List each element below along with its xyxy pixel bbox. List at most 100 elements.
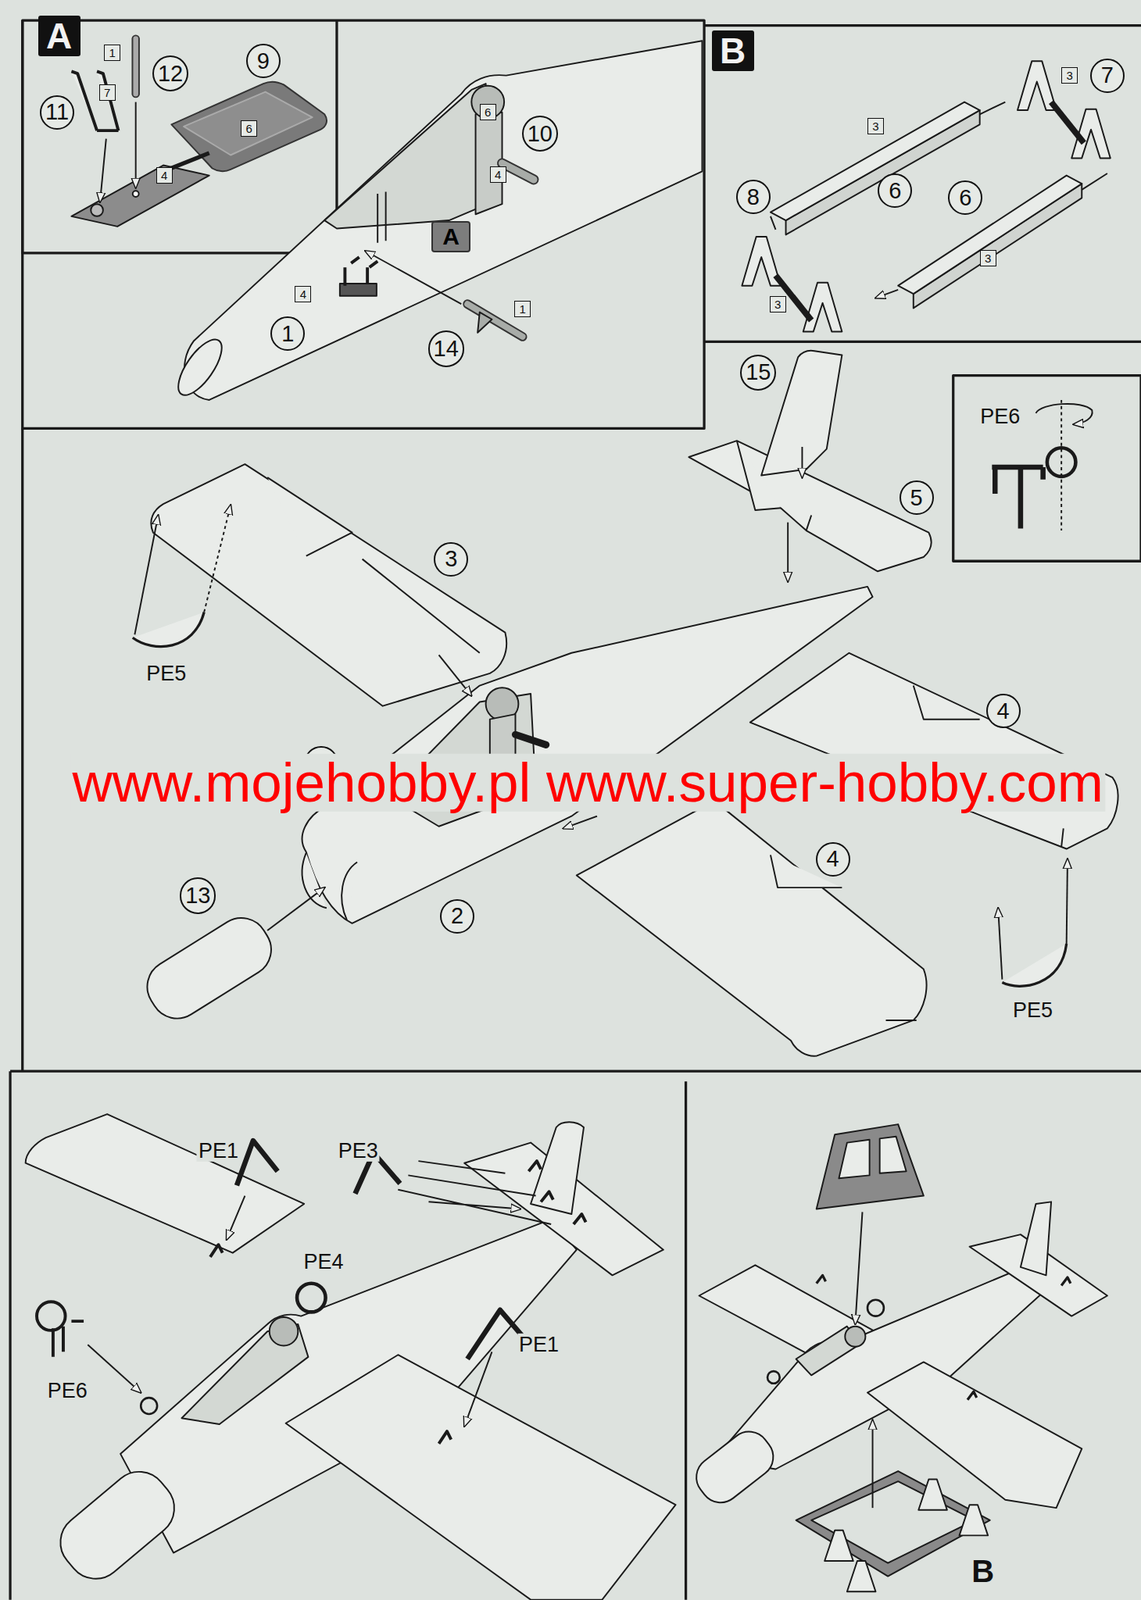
part-number: 1: [518, 303, 526, 315]
stand-parts: [786, 110, 981, 235]
panel-frame: [10, 428, 1141, 1600]
part-number-circle: 3: [433, 542, 469, 577]
part-number-circle: 8: [736, 179, 771, 215]
part-number: 9: [257, 50, 270, 73]
fuselage-drawing: [170, 40, 702, 402]
part-label: PE6: [978, 405, 1022, 428]
part-number: 10: [527, 122, 553, 146]
main-assembly: [150, 464, 507, 706]
cockpit-parts: [71, 39, 327, 227]
cockpit-parts: [131, 39, 140, 95]
cockpit-parts: [71, 71, 119, 131]
final-assembly: [688, 1124, 1108, 1592]
pe-placement: [25, 1114, 677, 1600]
fuselage-drawing: [170, 332, 230, 402]
part-label: PE3: [336, 1140, 380, 1163]
part-number: 3: [1065, 69, 1073, 82]
part-number: B: [719, 32, 746, 69]
fuselage-drawing: [324, 83, 488, 229]
seat-subassembly-tag: A: [431, 221, 471, 253]
panel-frame: [953, 375, 1141, 562]
part-number-circle: 4: [815, 842, 851, 877]
color-code-box: 3: [769, 296, 787, 313]
part-number: 11: [45, 100, 69, 124]
part-number: 6: [484, 106, 491, 119]
main-assembly: [1001, 944, 1066, 987]
part-number: A: [442, 225, 460, 249]
cockpit-parts: [168, 153, 209, 170]
color-code-box: 4: [156, 167, 173, 184]
color-code-box: 1: [514, 300, 531, 318]
pe-placement: [48, 1460, 186, 1592]
final-assembly: [816, 1275, 1071, 1400]
main-assembly: [267, 887, 325, 931]
cockpit-parts: [135, 102, 137, 189]
final-assembly: [854, 1212, 863, 1325]
part-number: 6: [245, 122, 252, 135]
fuselage-drawing: [477, 312, 492, 333]
part-label: PE5: [1011, 999, 1055, 1022]
final-assembly: [688, 1423, 782, 1512]
part-number: 1: [281, 322, 294, 346]
pe-placement: [140, 1398, 158, 1415]
pe-placement: [210, 1244, 451, 1445]
fuselage-drawing: [471, 85, 505, 119]
part-label: PE5: [144, 662, 188, 685]
main-assembly: [770, 854, 917, 1021]
main-assembly: [997, 908, 1002, 980]
part-number: 3: [872, 120, 879, 133]
pe-placement: [236, 1141, 278, 1186]
main-assembly: [267, 477, 480, 654]
part-number: 4: [494, 168, 501, 181]
part-number: 3: [444, 547, 458, 571]
step-letter-tab: A: [38, 15, 81, 57]
part-number-circle: 12: [152, 55, 189, 92]
pe-placement: [226, 1196, 246, 1241]
pe6-detail: [1035, 404, 1092, 425]
color-code-box: 4: [490, 166, 507, 183]
part-number: 7: [1101, 64, 1114, 87]
part-number: 2: [450, 904, 464, 928]
part-number: 12: [157, 62, 183, 86]
main-assembly: [786, 522, 789, 583]
part-number: 14: [433, 337, 459, 361]
final-assembly: [867, 1300, 884, 1317]
main-assembly: [439, 654, 473, 696]
cockpit-parts: [90, 203, 104, 217]
part-number: 4: [997, 700, 1010, 723]
stand-parts: [913, 183, 1082, 308]
part-number: 5: [910, 486, 923, 510]
part-number-circle: 1: [270, 316, 305, 351]
part-number: 15: [745, 361, 771, 384]
fuselage-drawing: [184, 40, 702, 401]
main-assembly: [132, 350, 1119, 1057]
part-number-circle: 9: [246, 43, 281, 79]
main-assembly: [576, 801, 927, 1057]
color-code-box: 1: [103, 44, 121, 61]
cockpit-parts: [132, 190, 140, 197]
part-number: 3: [984, 252, 991, 265]
color-code-box: 3: [867, 118, 884, 135]
stand-parts: [803, 282, 843, 333]
step-letter: B: [969, 1555, 996, 1589]
fuselage-drawing: [502, 163, 534, 180]
fuselage-drawing: [377, 192, 386, 244]
stand-parts: [741, 60, 1110, 332]
pe-placement: [269, 1317, 299, 1347]
stand-parts: [897, 175, 1082, 294]
part-number: 7: [103, 86, 111, 99]
part-number: A: [46, 17, 72, 54]
step-letter-tab: B: [711, 30, 755, 72]
part-label: PE1: [517, 1334, 561, 1356]
main-assembly: [302, 853, 358, 921]
main-assembly: [203, 504, 231, 612]
final-assembly: [816, 1124, 924, 1209]
final-assembly: [824, 1480, 988, 1593]
pe6-detail: [1060, 400, 1063, 531]
part-number: 8: [747, 185, 760, 209]
main-assembly: [134, 515, 158, 635]
fuselage-drawing: [344, 257, 378, 287]
main-assembly: [750, 653, 1119, 850]
part-number-circle: 4: [986, 693, 1021, 729]
